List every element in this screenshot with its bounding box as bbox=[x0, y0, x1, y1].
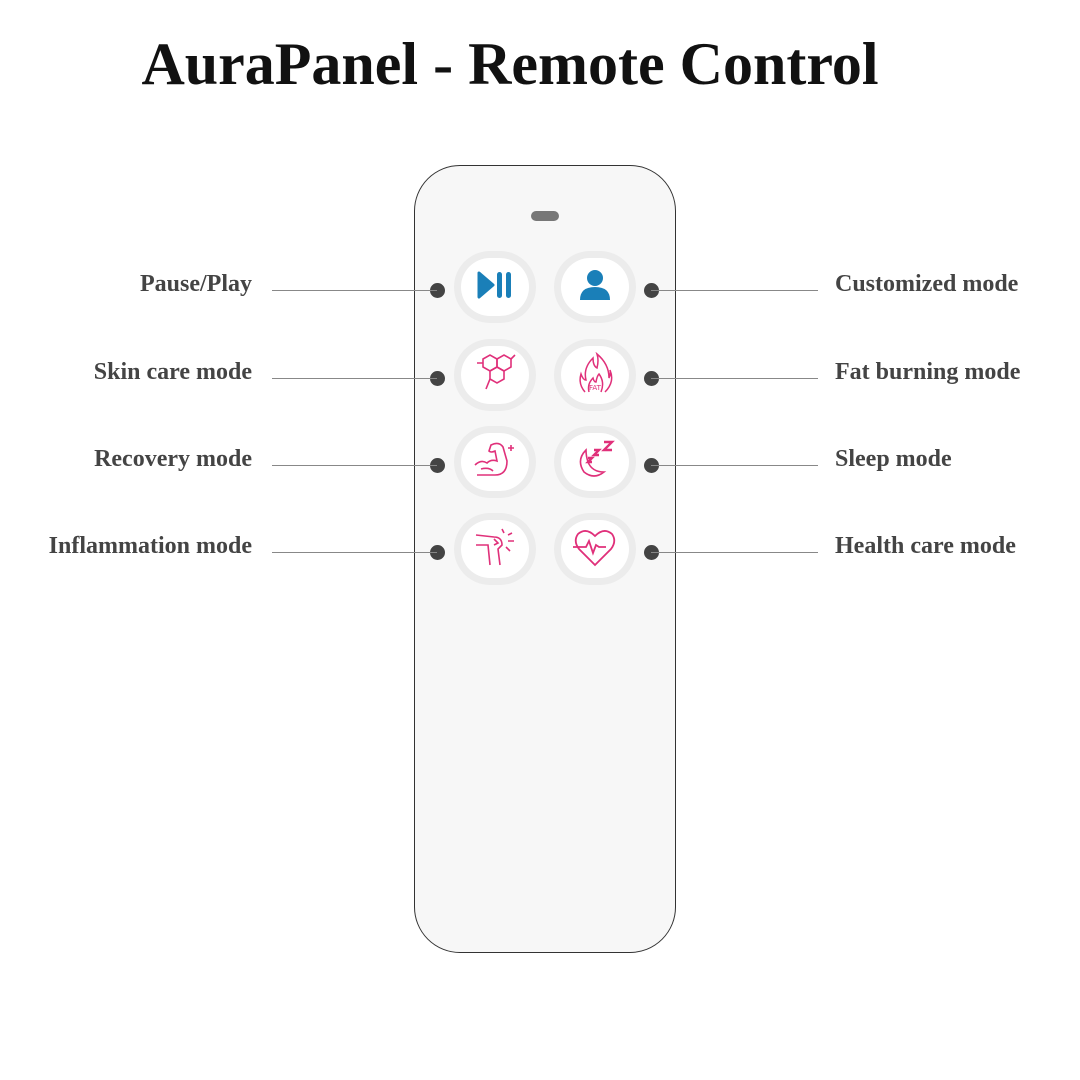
button-face bbox=[461, 258, 529, 316]
heart-pulse-icon bbox=[572, 527, 618, 571]
callout-label: Health care mode bbox=[835, 533, 1016, 559]
customized-mode-button[interactable] bbox=[554, 251, 636, 323]
page-title: AuraPanel - Remote Control bbox=[141, 31, 879, 97]
button-face bbox=[561, 258, 629, 316]
callout-line bbox=[272, 552, 437, 553]
moon-zzz-icon bbox=[574, 440, 616, 484]
sleep-mode-button[interactable] bbox=[554, 426, 636, 498]
inflammation-mode-button[interactable] bbox=[454, 513, 536, 585]
callout-label: Customized mode bbox=[835, 271, 1019, 297]
callout-line bbox=[651, 552, 818, 553]
callout-label: Pause/Play bbox=[140, 271, 252, 297]
button-face bbox=[461, 520, 529, 578]
callout-label: Skin care mode bbox=[93, 359, 252, 385]
callout-line bbox=[272, 378, 437, 379]
callout-line bbox=[272, 290, 437, 291]
callout-dot bbox=[430, 545, 445, 560]
callout-line bbox=[272, 465, 437, 466]
svg-text:FAT: FAT bbox=[589, 384, 602, 392]
health-care-mode-button[interactable] bbox=[554, 513, 636, 585]
button-face: FAT bbox=[561, 346, 629, 404]
button-face bbox=[561, 520, 629, 578]
callout-dot bbox=[430, 458, 445, 473]
callout-label: Fat burning mode bbox=[835, 359, 1021, 385]
muscle-arm-icon bbox=[473, 441, 517, 483]
callout-label: Inflammation mode bbox=[48, 533, 252, 559]
fat-burning-mode-button[interactable]: FAT bbox=[554, 339, 636, 411]
callout-label: Recovery mode bbox=[94, 446, 252, 472]
callout-line bbox=[651, 378, 818, 379]
user-icon bbox=[578, 269, 612, 305]
button-face bbox=[561, 433, 629, 491]
callout-label: Sleep mode bbox=[835, 446, 952, 472]
knee-pain-icon bbox=[474, 527, 516, 571]
pause-play-button[interactable] bbox=[454, 251, 536, 323]
play-pause-icon bbox=[477, 271, 513, 303]
flame-fat-icon: FAT bbox=[577, 351, 613, 398]
callout-line bbox=[651, 465, 818, 466]
callout-dot bbox=[430, 371, 445, 386]
recovery-mode-button[interactable] bbox=[454, 426, 536, 498]
callout-dot bbox=[430, 283, 445, 298]
callout-line bbox=[651, 290, 818, 291]
molecule-icon bbox=[473, 353, 517, 397]
button-face bbox=[461, 433, 529, 491]
button-face bbox=[461, 346, 529, 404]
skin-care-mode-button[interactable] bbox=[454, 339, 536, 411]
indicator-light bbox=[531, 211, 559, 221]
